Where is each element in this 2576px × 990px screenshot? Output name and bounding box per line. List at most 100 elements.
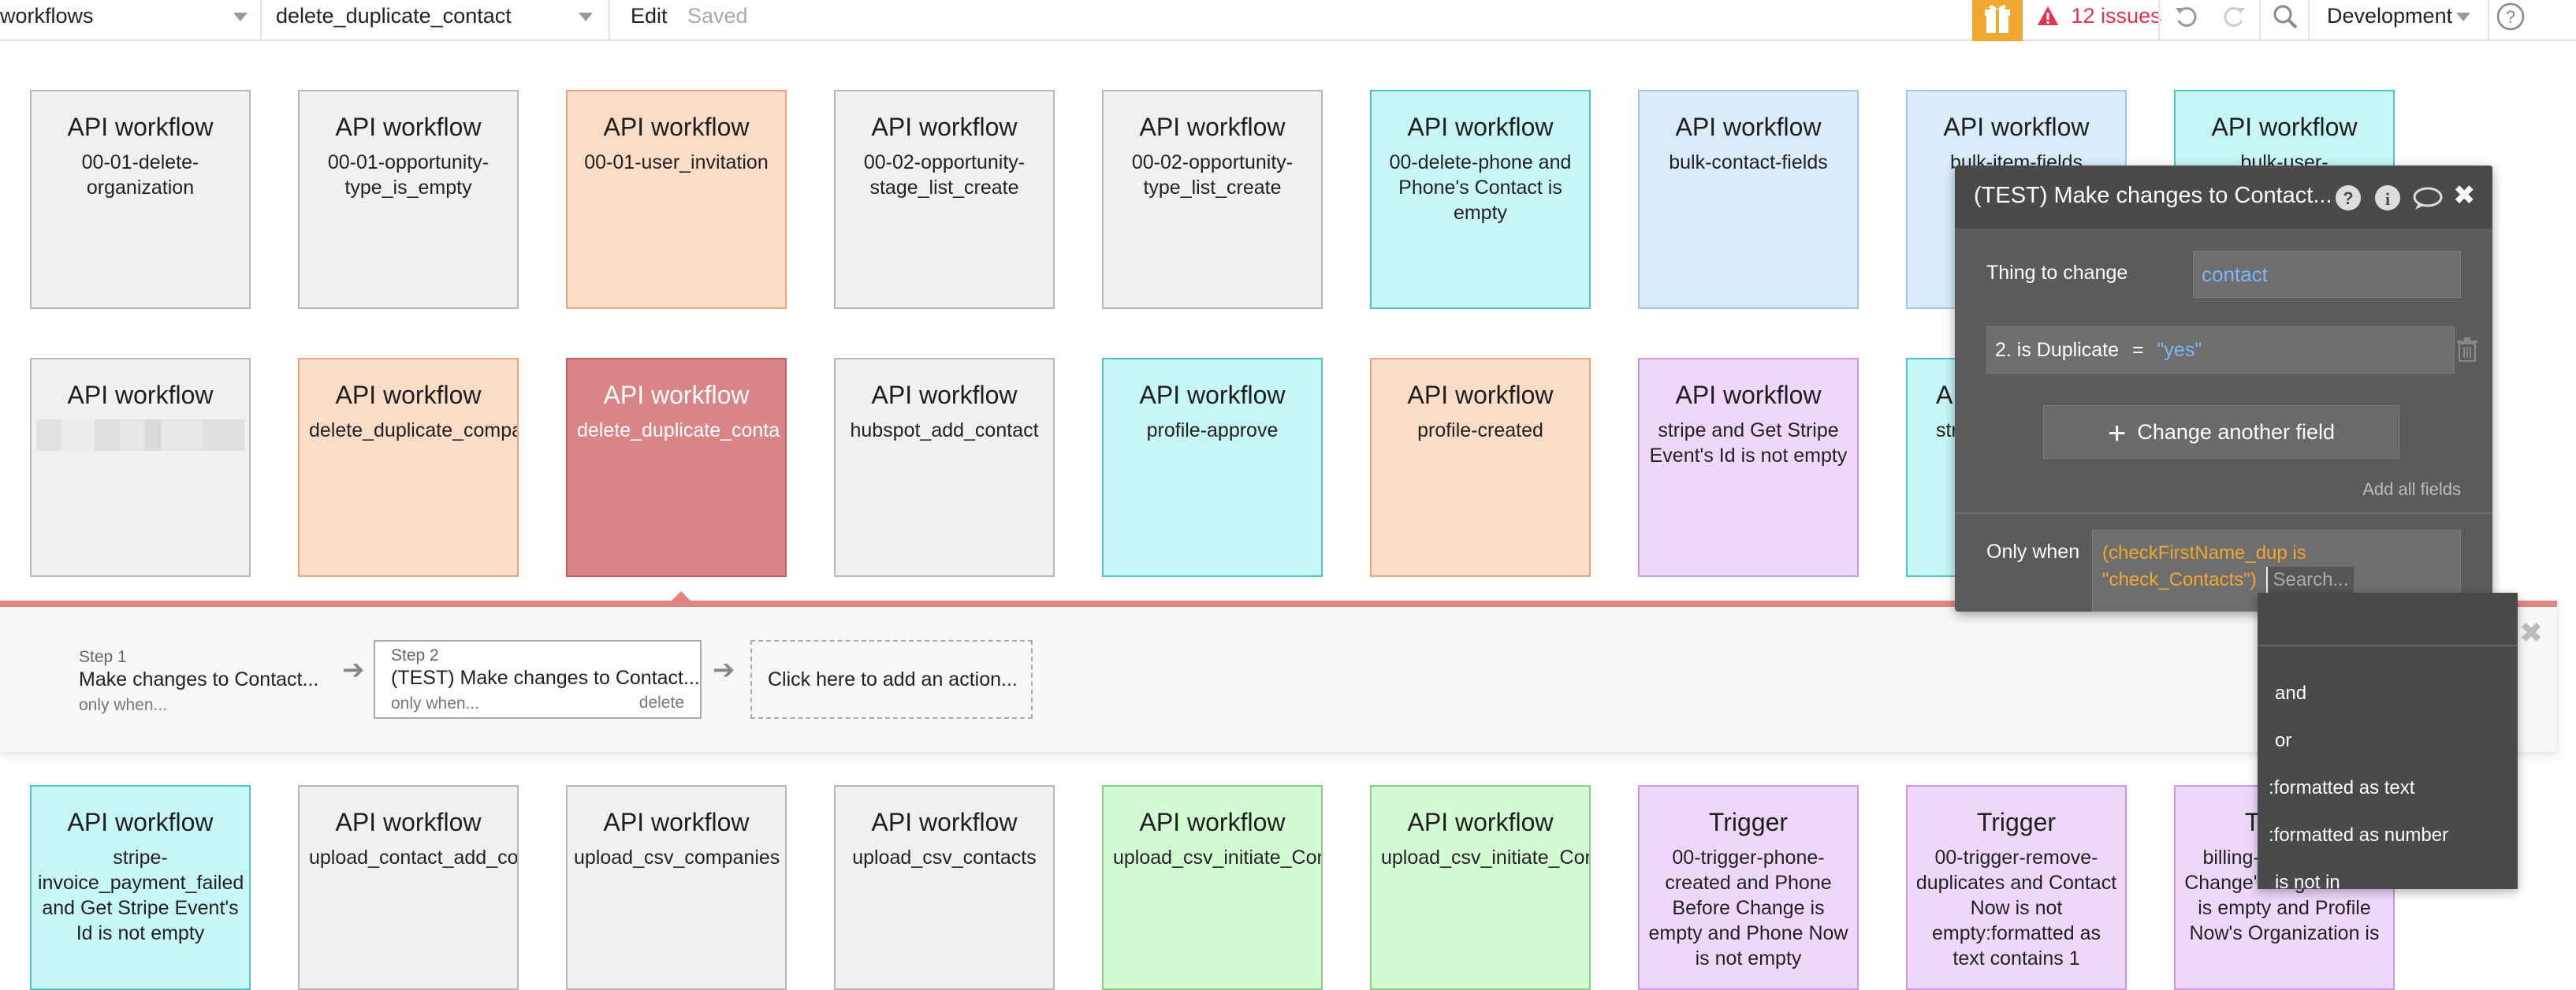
help-icon[interactable]: ? xyxy=(2335,184,2362,211)
info-icon[interactable]: i xyxy=(2374,184,2401,211)
thing-to-change-label: Thing to change xyxy=(1986,262,2128,284)
workflow-card[interactable]: API workflow upload_csv_companies xyxy=(566,785,787,990)
chevron-down-icon xyxy=(2456,13,2470,21)
card-title: API workflow xyxy=(1139,808,1286,836)
step-2[interactable]: Step 2 (TEST) Make changes to Contact...… xyxy=(374,640,702,719)
trigger-card[interactable]: Trigger 00-trigger-phone-created and Phon… xyxy=(1638,785,1859,990)
card-name: upload_csv_initiate_Com xyxy=(1113,847,1323,869)
svg-text:?: ? xyxy=(2506,7,2515,27)
step-number: Step 2 xyxy=(391,646,439,664)
card-title: API workflow xyxy=(1139,113,1286,141)
card-title: API workflow xyxy=(1407,808,1554,836)
step-condition: only when... xyxy=(391,694,480,713)
issues-count: 12 issues xyxy=(2071,4,2161,28)
card-name: delete_duplicate_compa xyxy=(309,419,519,441)
expression-line: "check_Contacts") xyxy=(2102,569,2257,590)
card-title: API workflow xyxy=(871,381,1018,409)
chevron-down-icon xyxy=(233,13,248,21)
workflow-card[interactable]: API workflow profile-approve xyxy=(1102,358,1323,577)
card-title: API workflow xyxy=(335,113,482,141)
card-name: upload_csv_contacts xyxy=(852,847,1037,869)
search-icon[interactable] xyxy=(2272,3,2299,30)
issues-indicator[interactable]: 12 issues xyxy=(2037,0,2161,39)
card-name: 00-trigger-phone-created and Phone Befor… xyxy=(1648,847,1848,970)
only-when-label: Only when xyxy=(1986,541,2080,563)
chevron-down-icon xyxy=(579,13,593,21)
card-name: upload_contact_add_co xyxy=(309,847,519,869)
workflow-folder-select[interactable]: workflows xyxy=(0,0,249,39)
close-icon[interactable]: ✖ xyxy=(2519,616,2544,649)
workflow-card[interactable]: API workflow upload_csv_initiate_Con xyxy=(1370,785,1591,990)
step-condition: only when... xyxy=(79,696,168,714)
card-title: A xyxy=(1936,381,1953,409)
dropdown-option-formatted-as-number[interactable]: :formatted as number xyxy=(2269,824,2449,846)
card-title: API workflow xyxy=(67,808,214,836)
dropdown-option-formatted-as-text[interactable]: :formatted as text xyxy=(2269,777,2415,798)
card-title: API workflow xyxy=(1675,381,1822,409)
card-title: API workflow xyxy=(2211,113,2358,141)
thing-to-change-field[interactable]: contact xyxy=(2193,251,2461,298)
card-title: Trigger xyxy=(1976,808,2057,836)
dropdown-option-or[interactable]: or xyxy=(2275,730,2292,751)
redo-icon[interactable] xyxy=(2221,3,2248,30)
card-name: upload_csv_initiate_Con xyxy=(1381,847,1591,869)
step-label: (TEST) Make changes to Contact... xyxy=(391,667,700,689)
property-editor: (TEST) Make changes to Contact... ? i ✖ … xyxy=(1955,166,2492,612)
plus-icon: + xyxy=(2107,416,2127,451)
trash-icon[interactable] xyxy=(2456,337,2478,363)
blurred-name xyxy=(36,419,244,451)
card-name: 00-02-opportunity-type_list_create xyxy=(1131,151,1294,199)
card-title: API workflow xyxy=(1407,113,1554,141)
close-icon[interactable]: ✖ xyxy=(2453,181,2476,210)
card-title: API workflow xyxy=(603,808,750,836)
expression-line: (checkFirstName_dup is xyxy=(2102,542,2306,564)
card-name: upload_csv_companies xyxy=(574,847,780,869)
undo-icon[interactable] xyxy=(2172,3,2199,30)
dropdown-option-is-not-in[interactable]: is not in xyxy=(2275,872,2340,893)
card-name: delete_duplicate_conta xyxy=(577,419,780,441)
add-all-fields-link[interactable]: Add all fields xyxy=(2362,479,2461,499)
field-change-row[interactable]: 2. is Duplicate = "yes" xyxy=(1986,326,2455,374)
card-title: API workflow xyxy=(1139,381,1286,409)
change-another-field-button[interactable]: +Change another field xyxy=(2043,405,2399,459)
add-action-button[interactable]: Click here to add an action... xyxy=(750,640,1033,719)
help-icon[interactable]: ? xyxy=(2496,2,2526,32)
workflow-card[interactable]: API workflow 00-02-opportunity-type_list_… xyxy=(1102,90,1323,309)
workflow-card[interactable]: API workflow upload_csv_initiate_Com xyxy=(1102,785,1323,990)
arrow-right-icon: ➔ xyxy=(713,655,735,685)
delete-step-link[interactable]: delete xyxy=(638,694,684,712)
property-editor-title: (TEST) Make changes to Contact... xyxy=(1974,183,2332,208)
operator-dropdown: and or :formatted as text :formatted as … xyxy=(2258,593,2518,893)
workflow-select[interactable]: delete_duplicate_contact xyxy=(276,0,593,39)
card-name: 00-01-user_invitation xyxy=(584,151,769,173)
workflow-card[interactable]: API workflow xyxy=(30,358,251,577)
comment-icon[interactable] xyxy=(2412,186,2444,211)
property-editor-header[interactable]: (TEST) Make changes to Contact... ? i ✖ xyxy=(1955,166,2492,229)
card-title: Trigger xyxy=(1708,808,1789,836)
environment-select[interactable]: Development xyxy=(2327,0,2470,39)
edit-menu[interactable]: Edit xyxy=(631,4,668,28)
card-title: API workflow xyxy=(1675,113,1822,141)
step-1[interactable]: Step 1 Make changes to Contact... only w… xyxy=(79,648,318,715)
field-value[interactable]: "yes" xyxy=(2157,339,2202,361)
expression-search-input[interactable]: Search... xyxy=(2266,567,2354,594)
card-name: profile-created xyxy=(1417,419,1543,441)
gift-button[interactable] xyxy=(1972,0,2023,41)
dropdown-option-and[interactable]: and xyxy=(2275,683,2307,704)
card-name: profile-approve xyxy=(1146,419,1279,441)
